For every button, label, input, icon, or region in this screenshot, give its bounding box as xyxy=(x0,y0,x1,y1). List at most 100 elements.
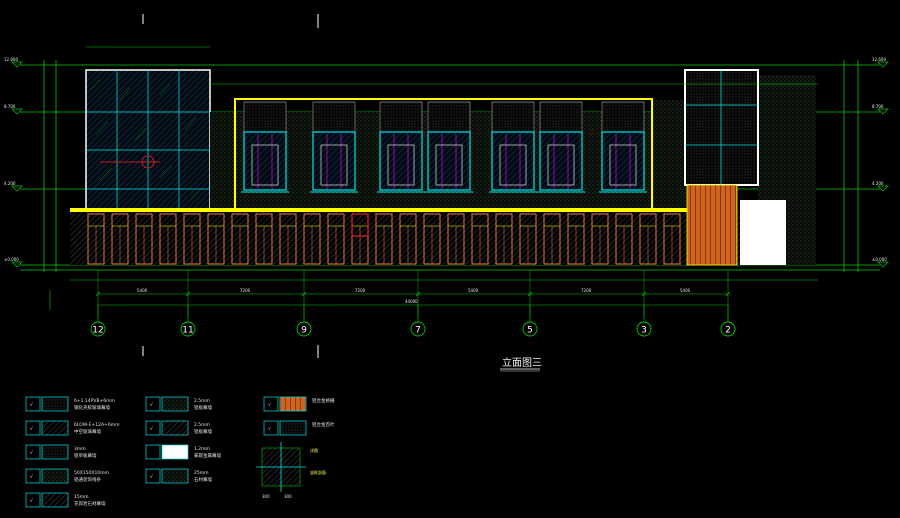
svg-text:5: 5 xyxy=(527,326,533,336)
storefront-bay xyxy=(447,213,465,265)
svg-text:3: 3 xyxy=(641,326,647,336)
svg-text:√: √ xyxy=(150,474,153,480)
window-bay xyxy=(537,101,585,193)
storefront-bay xyxy=(255,213,273,265)
svg-text:15mm: 15mm xyxy=(74,494,89,500)
svg-text:钢化夹胶玻璃幕墙: 钢化夹胶玻璃幕墙 xyxy=(74,404,110,411)
level-right-1: 12.600 xyxy=(872,57,886,62)
right-tower xyxy=(684,69,786,266)
svg-text:花岗岩石材幕墙: 花岗岩石材幕墙 xyxy=(74,500,106,507)
svg-text:铝合金格栅: 铝合金格栅 xyxy=(312,397,335,404)
storefront-bay xyxy=(519,213,537,265)
svg-text:7: 7 xyxy=(415,326,421,336)
storefront-bay xyxy=(111,213,129,265)
svg-text:中空玻璃幕墙: 中空玻璃幕墙 xyxy=(74,428,101,435)
storefront-bay xyxy=(375,213,393,265)
window-bay xyxy=(241,101,289,193)
storefront-bay xyxy=(615,213,633,265)
span-dimension: 5400 xyxy=(680,288,691,293)
grid-axis-bubble: 3 xyxy=(636,305,652,337)
svg-text:铝板幕墙: 铝板幕墙 xyxy=(194,428,212,435)
entry-door xyxy=(351,213,369,237)
storefront-bay xyxy=(303,213,321,265)
svg-text:50X150X10mm: 50X150X10mm xyxy=(74,470,109,476)
window-bay xyxy=(310,101,358,193)
level-left-4: ±0.000 xyxy=(4,257,19,262)
drawing-title: 立面图三 xyxy=(502,356,542,369)
window-bay xyxy=(377,101,425,193)
svg-text:2.5mm: 2.5mm xyxy=(194,398,210,404)
detail-section: 详图 竖框剖面 300 300 xyxy=(256,442,326,499)
svg-text:1.2mm: 1.2mm xyxy=(194,446,210,452)
svg-text:铝单板幕墙: 铝单板幕墙 xyxy=(74,452,97,459)
svg-text:石材幕墙: 石材幕墙 xyxy=(194,476,212,483)
total-dimension: 44000 xyxy=(405,299,418,304)
upper-window-band xyxy=(234,98,653,211)
svg-text:2: 2 xyxy=(725,326,731,336)
svg-text:√: √ xyxy=(30,474,33,480)
detail-dim-2: 300 xyxy=(284,494,292,499)
svg-text:√: √ xyxy=(150,426,153,432)
svg-text:6+1.14PVB+6mm: 6+1.14PVB+6mm xyxy=(74,398,115,404)
storefront-bay xyxy=(495,213,513,265)
svg-text:铝通装饰线条: 铝通装饰线条 xyxy=(74,476,101,483)
storefront-bay xyxy=(567,213,585,265)
section-markers xyxy=(142,14,319,358)
grid-axes: 12 11 9 7 5 3 2 xyxy=(90,305,736,337)
svg-text:11: 11 xyxy=(182,326,193,336)
storefront-bay xyxy=(183,213,201,265)
storefront-bay xyxy=(279,213,297,265)
svg-text:2.5mm: 2.5mm xyxy=(194,422,210,428)
span-dimension: 7200 xyxy=(240,288,251,293)
svg-text:√: √ xyxy=(30,498,33,504)
storefront-bay xyxy=(399,213,417,265)
storefront-bay xyxy=(135,213,153,265)
level-right-3: 4.200 xyxy=(872,181,884,186)
span-dimension: 7200 xyxy=(581,288,592,293)
detail-label-1: 详图 xyxy=(310,447,318,453)
svg-text:3mm: 3mm xyxy=(74,446,86,452)
storefront-bay xyxy=(663,213,681,265)
detail-label-2: 竖框剖面 xyxy=(310,469,326,475)
span-dimension: 7200 xyxy=(355,288,366,293)
grid-axis-bubble: 9 xyxy=(296,305,312,337)
left-glass-curtain-wall xyxy=(85,69,211,211)
grid-axis-bubble: 12 xyxy=(90,305,106,337)
svg-text:铝板幕墙: 铝板幕墙 xyxy=(194,404,212,411)
svg-text:√: √ xyxy=(30,450,33,456)
storefront-bay xyxy=(471,213,489,265)
svg-text:25mm: 25mm xyxy=(194,470,209,476)
level-right-2: 8.700 xyxy=(872,104,884,109)
svg-text:铝合金百叶: 铝合金百叶 xyxy=(312,421,335,428)
elevation-markers: 12.600 8.700 4.200 ±0.000 12.600 8.700 4… xyxy=(4,57,889,268)
storefront-bay xyxy=(231,213,249,265)
grid-axis-bubble: 5 xyxy=(522,305,538,337)
svg-text:9: 9 xyxy=(301,326,307,336)
dimension-lines xyxy=(49,46,818,310)
legend-item: √铝合金格栅 xyxy=(263,396,335,412)
svg-text:氟碳金属幕墙: 氟碳金属幕墙 xyxy=(194,452,221,459)
storefront-bay xyxy=(327,213,345,265)
svg-text:6LOW-E+12A+6mm: 6LOW-E+12A+6mm xyxy=(74,422,119,428)
ground-floor-storefront xyxy=(70,208,690,265)
material-legend: √6+1.14PVB+6mm钢化夹胶玻璃幕墙√6LOW-E+12A+6mm中空玻… xyxy=(25,396,335,508)
svg-text:12: 12 xyxy=(92,326,103,336)
svg-text:√: √ xyxy=(268,426,271,432)
window-bay xyxy=(599,101,647,193)
level-left-2: 8.700 xyxy=(4,104,16,109)
span-dimension: 5400 xyxy=(137,288,148,293)
storefront-bay xyxy=(423,213,441,265)
window-bay xyxy=(425,101,473,193)
detail-dim-1: 300 xyxy=(262,494,270,499)
svg-text:√: √ xyxy=(30,402,33,408)
level-right-4: ±0.000 xyxy=(872,257,887,262)
